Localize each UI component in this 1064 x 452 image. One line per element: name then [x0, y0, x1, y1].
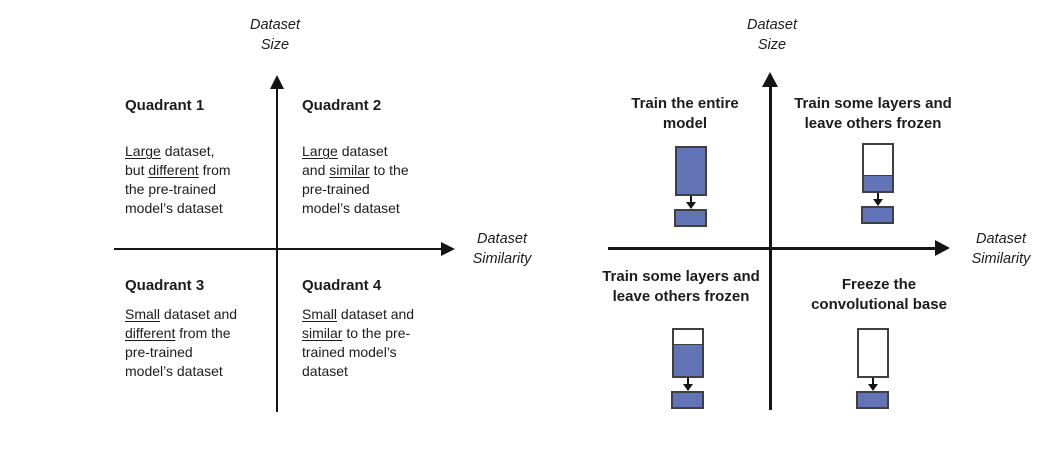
trainable-fill [673, 343, 702, 376]
model-base-block [856, 328, 889, 378]
right-y-axis-arrowhead-icon [762, 72, 778, 87]
right-x-axis-label: Dataset Similarity [971, 231, 1031, 267]
strategy-train-entire-model-blocks [674, 146, 707, 227]
model-base-block [671, 328, 704, 378]
quadrant-1: Quadrant 1 Large dataset,but different f… [125, 96, 255, 218]
classifier-block [674, 209, 707, 227]
quadrant-1-title: Quadrant 1 [125, 97, 205, 114]
model-base-block [861, 143, 894, 193]
down-arrow-icon [685, 196, 696, 209]
strategy-train-entire-model-caption: Train the entire model [631, 95, 739, 132]
quadrant-3-title: Quadrant 3 [125, 277, 205, 294]
classifier-block [671, 391, 704, 409]
quadrant-2-title: Quadrant 2 [302, 97, 382, 114]
strategy-freeze-base-blocks [856, 328, 889, 409]
left-y-axis-line [276, 88, 278, 412]
left-y-axis-arrowhead-icon [270, 75, 284, 89]
trainable-fill [863, 174, 892, 191]
down-arrow-icon [872, 193, 883, 206]
right-x-axis-line [608, 247, 938, 250]
down-arrow-icon [867, 378, 878, 391]
strategy-train-some-layers-bottom-caption: Train some layers and leave others froze… [602, 268, 760, 305]
classifier-block [861, 206, 894, 224]
strategy-train-some-layers-bottom-blocks [671, 328, 704, 409]
left-x-axis-label: Dataset Similarity [472, 231, 532, 267]
classifier-block [856, 391, 889, 409]
right-y-axis-label: Dataset Size [747, 17, 797, 53]
strategy-train-some-layers-top-caption: Train some layers and leave others froze… [794, 95, 952, 132]
trainable-fill [676, 148, 705, 194]
strategy-freeze-base-caption: Freeze the convolutional base [811, 276, 947, 313]
right-x-axis-arrowhead-icon [935, 240, 950, 256]
model-base-block [674, 146, 707, 196]
down-arrow-icon [682, 378, 693, 391]
left-x-axis-arrowhead-icon [441, 242, 455, 256]
left-y-axis-label: Dataset Size [250, 17, 300, 53]
left-x-axis-line [114, 248, 444, 250]
quadrant-4-title: Quadrant 4 [302, 277, 382, 294]
strategy-train-some-layers-top-blocks [861, 143, 894, 224]
